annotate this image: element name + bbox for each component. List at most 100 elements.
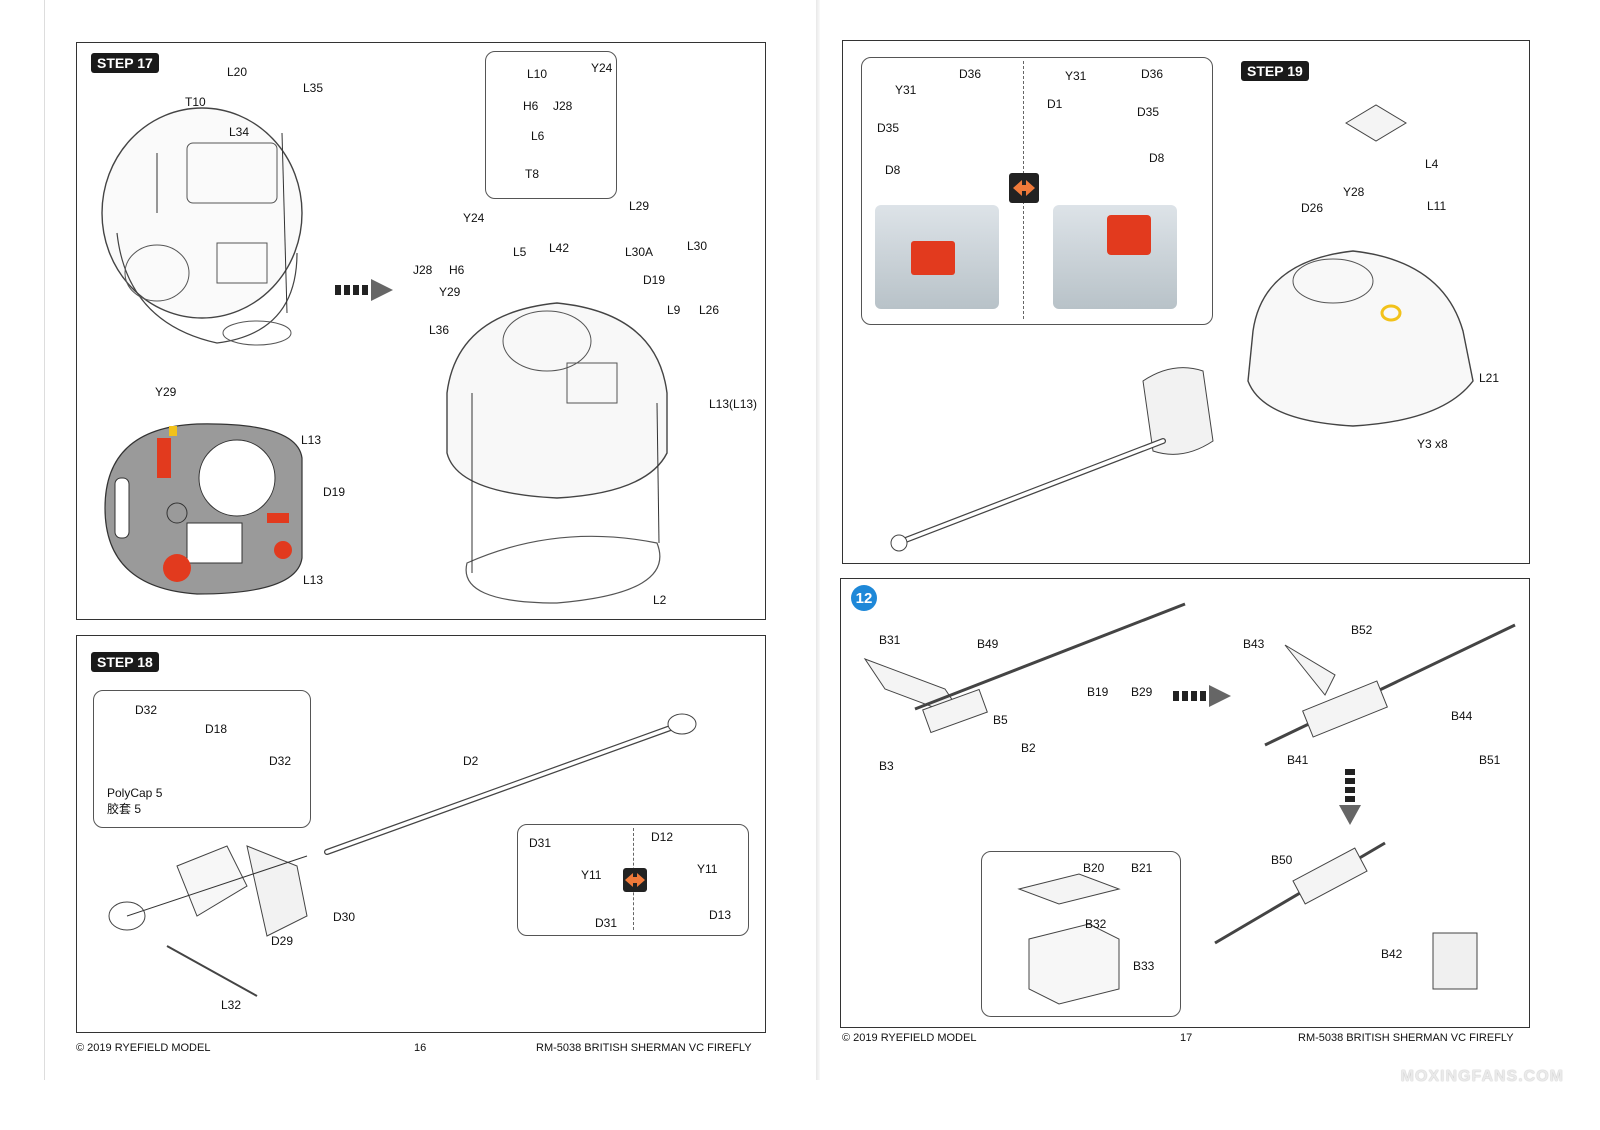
photo-hatch-closed — [875, 205, 999, 309]
label-b32: B32 — [1085, 917, 1107, 931]
label-y28: Y28 — [1343, 185, 1365, 199]
label-b2: B2 — [1021, 741, 1036, 755]
label-y11-a: Y11 — [581, 868, 602, 882]
step19-or-icon — [1009, 173, 1039, 203]
label-polycap: PolyCap 5 — [107, 786, 163, 800]
label-l9: L9 — [667, 303, 681, 317]
label-y3x8: Y3 x8 — [1417, 437, 1448, 451]
gun-barrel-drawing — [324, 713, 697, 855]
step12-number: 12 — [851, 585, 877, 611]
label-b44: B44 — [1451, 709, 1473, 723]
step18-title: STEP 18 — [91, 652, 159, 672]
label-h6-b: H6 — [449, 263, 465, 277]
label-t10: T10 — [185, 95, 206, 109]
step18-or-icon — [623, 868, 647, 892]
label-polycap-cn: 胶套 5 — [107, 802, 142, 816]
label-l30: L30 — [687, 239, 708, 253]
label-d36-b: D36 — [1141, 67, 1164, 81]
step12-flow-arrow-right — [1173, 685, 1231, 707]
step12-panel: 12 B31 B49 B5 B19 B29 B3 B2 B43 B52 B44 … — [840, 578, 1530, 1028]
label-l4: L4 — [1425, 157, 1439, 171]
step17-panel: STEP 17 L20 — [76, 42, 766, 620]
label-d36-a: D36 — [959, 67, 982, 81]
label-d18: D18 — [205, 722, 228, 736]
label-l13-b: L13 — [303, 573, 324, 587]
turret-top-view-colored — [104, 423, 303, 595]
mantlet-drawing — [108, 845, 308, 997]
label-d8-b: D8 — [1149, 151, 1165, 165]
label-l32: L32 — [221, 998, 242, 1012]
label-l26: L26 — [699, 303, 720, 317]
step19-title: STEP 19 — [1241, 61, 1309, 81]
watermark: MOXINGFANS.COM — [1400, 1068, 1564, 1085]
label-d13: D13 — [709, 908, 732, 922]
label-y29-b: Y29 — [155, 385, 177, 399]
left-footer-page: 16 — [414, 1042, 427, 1054]
page-spine — [816, 0, 820, 1080]
label-l10: L10 — [527, 67, 548, 81]
label-j28-a: J28 — [553, 99, 573, 113]
ammo-can-drawing — [1017, 873, 1121, 1005]
step19-panel: STEP 19 Y31 D36 Y31 D36 D35 D1 D35 D8 D8… — [842, 40, 1530, 564]
label-l34: L34 — [229, 125, 250, 139]
periscope-plate-drawing — [1345, 104, 1407, 142]
label-b42: B42 — [1381, 947, 1403, 961]
photo-hatch-open — [1053, 205, 1177, 309]
label-b29: B29 — [1131, 685, 1153, 699]
mg-drawing-assembled — [1264, 623, 1516, 747]
label-b19: B19 — [1087, 685, 1109, 699]
label-d31-b: D31 — [595, 916, 618, 930]
label-l5: L5 — [513, 245, 527, 259]
label-y24-b: Y24 — [463, 211, 485, 225]
label-l35: L35 — [303, 81, 324, 95]
label-b33: B33 — [1133, 959, 1155, 973]
label-y31-a: Y31 — [895, 83, 917, 97]
label-l29: L29 — [629, 199, 650, 213]
label-b31: B31 — [879, 633, 901, 647]
step17-flow-arrow — [335, 279, 393, 301]
label-l42: L42 — [549, 241, 570, 255]
label-l20: L20 — [227, 65, 248, 79]
label-b43: B43 — [1243, 637, 1265, 651]
label-t8: T8 — [525, 167, 540, 181]
label-l13-a: L13 — [301, 433, 322, 447]
label-d35-a: D35 — [877, 121, 900, 135]
label-b51: B51 — [1479, 753, 1501, 767]
left-footer-copyright: © 2019 RYEFIELD MODEL — [76, 1042, 211, 1054]
label-b49: B49 — [977, 637, 999, 651]
step18-polycap-box — [93, 690, 311, 828]
label-b5: B5 — [993, 713, 1008, 727]
step17-subassembly-box — [485, 51, 617, 199]
right-footer-copyright: © 2019 RYEFIELD MODEL — [842, 1032, 977, 1044]
label-d8-a: D8 — [885, 163, 901, 177]
mg-drawing-exploded — [863, 602, 1186, 734]
label-b20: B20 — [1083, 861, 1105, 875]
label-y24-a: Y24 — [591, 61, 613, 75]
turret-drawing-main — [446, 302, 668, 604]
label-l6: L6 — [531, 129, 545, 143]
label-b3: B3 — [879, 759, 894, 773]
label-b52: B52 — [1351, 623, 1373, 637]
label-l36: L36 — [429, 323, 450, 337]
step17-title: STEP 17 — [91, 53, 159, 73]
step18-panel: STEP 18 D32 D18 D32 PolyCap 5 胶套 5 D2 D3… — [76, 635, 766, 1033]
label-l2: L2 — [653, 593, 667, 607]
label-d29: D29 — [271, 934, 294, 948]
label-d26: D26 — [1301, 201, 1324, 215]
turret-gun-drawing — [890, 250, 1474, 552]
label-d31-a: D31 — [529, 836, 552, 850]
left-footer-title: RM-5038 BRITISH SHERMAN VC FIREFLY — [536, 1042, 752, 1054]
label-l30a: L30A — [625, 245, 654, 259]
label-b41: B41 — [1287, 753, 1309, 767]
right-footer-title: RM-5038 BRITISH SHERMAN VC FIREFLY — [1298, 1032, 1514, 1044]
label-y29-a: Y29 — [439, 285, 461, 299]
label-d32-a: D32 — [135, 703, 158, 717]
label-d2: D2 — [463, 754, 479, 768]
label-d1: D1 — [1047, 97, 1063, 111]
label-d35-b: D35 — [1137, 105, 1160, 119]
label-d12: D12 — [651, 830, 674, 844]
label-y11-b: Y11 — [697, 862, 718, 876]
label-d30: D30 — [333, 910, 356, 924]
label-d32-b: D32 — [269, 754, 292, 768]
label-h6-a: H6 — [523, 99, 539, 113]
